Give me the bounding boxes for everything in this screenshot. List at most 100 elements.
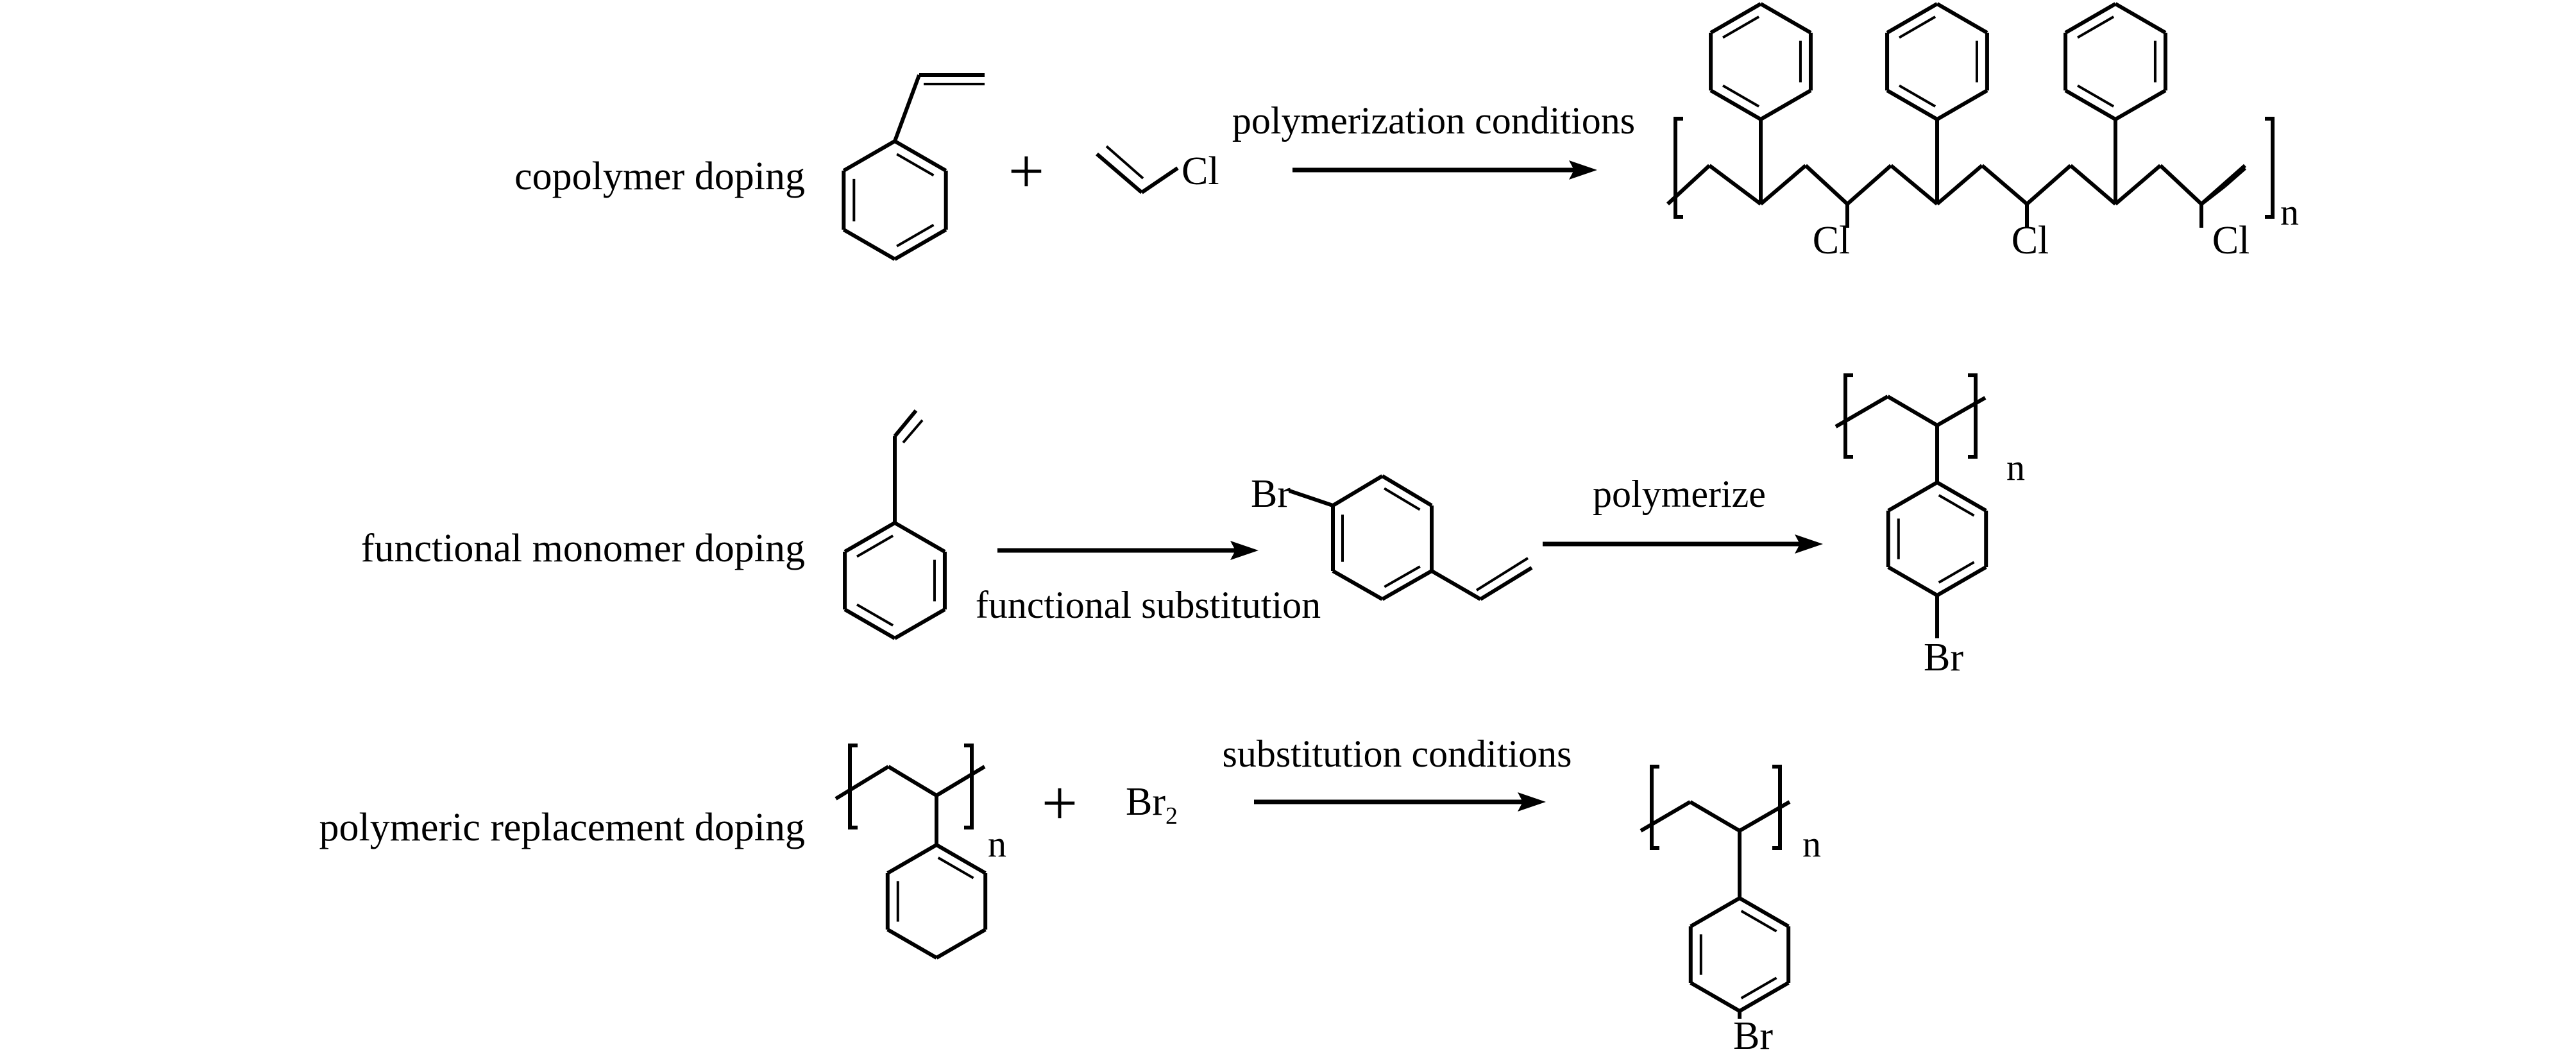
backbone-bond bbox=[1936, 396, 1987, 427]
benzene-ring bbox=[842, 139, 948, 261]
ring-bond bbox=[1759, 89, 1812, 121]
backbone-bond bbox=[1804, 164, 1849, 206]
backbone-bond bbox=[1759, 164, 1807, 206]
benzene-ring bbox=[1886, 480, 1988, 597]
plus-sign: + bbox=[1042, 767, 1078, 838]
backbone-bond bbox=[835, 765, 890, 801]
ring-bond bbox=[1886, 89, 1938, 121]
ring-bond bbox=[1690, 981, 1741, 1013]
arrow-label-polymerization-conditions: polymerization conditions bbox=[1232, 99, 1635, 142]
polymer-backbone bbox=[1835, 395, 1987, 429]
backbone-bond bbox=[1708, 164, 1762, 206]
ring-bond bbox=[1936, 2, 1988, 35]
atom-label-br: Br bbox=[1733, 1014, 1773, 1058]
double-bond-inner bbox=[1740, 910, 1777, 933]
ring-bond bbox=[886, 843, 938, 875]
arrow-label-functional-substitution: functional substitution bbox=[976, 584, 1321, 626]
double-bond-inner bbox=[896, 223, 935, 248]
ring-bond bbox=[1738, 896, 1790, 928]
double-bond-inner bbox=[2076, 15, 2115, 39]
polystyrene-molecule bbox=[835, 744, 988, 960]
arrow-head bbox=[1230, 541, 1258, 560]
double-bond-inner bbox=[1722, 84, 1760, 108]
backbone-bond bbox=[2069, 164, 2117, 206]
vinyl-bond bbox=[1430, 569, 1482, 601]
ring-bond bbox=[1332, 474, 1384, 507]
ring-bond bbox=[1936, 89, 1988, 121]
backbone-bond bbox=[935, 765, 986, 797]
ring-bond bbox=[935, 843, 987, 875]
reaction-arrow bbox=[1254, 792, 1546, 812]
double-bond-inner bbox=[856, 534, 894, 558]
backbone-bond bbox=[2114, 164, 2162, 206]
vinyl-bond bbox=[893, 74, 921, 142]
double-bond-inner bbox=[1898, 84, 1936, 108]
double-bond-inner bbox=[1384, 487, 1421, 511]
ring-bond bbox=[1887, 480, 1938, 513]
reaction-arrow bbox=[1292, 160, 1597, 180]
benzene-ring bbox=[885, 843, 988, 960]
ring-bond bbox=[1887, 565, 1938, 597]
ring-bond bbox=[886, 928, 938, 960]
arrow-head bbox=[1569, 160, 1597, 180]
right-bracket bbox=[1772, 765, 1782, 850]
reagent-symbol: Br bbox=[1126, 780, 1165, 824]
arrow-head bbox=[1518, 792, 1546, 812]
benzene-ring bbox=[1709, 2, 1813, 121]
backbone-bond bbox=[1689, 800, 1741, 833]
vinyl-double-bond bbox=[893, 409, 918, 438]
repeat-subscript-n: n bbox=[2280, 191, 2299, 233]
row-polymeric-replacement-doping: polymeric replacement doping n + Br2 sub… bbox=[319, 733, 1821, 1058]
left-bracket bbox=[848, 744, 858, 829]
right-bracket bbox=[1968, 373, 1978, 459]
ring-bond bbox=[1759, 2, 1812, 35]
atom-label-cl: Cl bbox=[1813, 219, 1851, 262]
row-functional-monomer-doping: functional monomer doping functional sub… bbox=[361, 373, 2025, 679]
backbone-bond bbox=[1738, 800, 1791, 833]
row-label-polymeric-replacement-doping: polymeric replacement doping bbox=[319, 806, 805, 849]
double-bond-inner bbox=[1938, 561, 1975, 584]
copolymer-product bbox=[1666, 2, 2275, 228]
row-label-functional-monomer-doping: functional monomer doping bbox=[361, 527, 805, 570]
backbone-bond bbox=[1640, 800, 1691, 833]
atom-label-cl: Cl bbox=[1182, 149, 1219, 193]
arrow-head bbox=[1795, 534, 1823, 554]
poly-bromostyrene-product bbox=[1835, 373, 1988, 638]
arrow-label-polymerize: polymerize bbox=[1593, 473, 1766, 515]
ring-bond bbox=[1381, 474, 1433, 507]
double-bond-inner bbox=[1740, 976, 1777, 999]
benzene-ring bbox=[1331, 474, 1434, 601]
atom-label-cl: Cl bbox=[2012, 219, 2049, 262]
backbone-bond bbox=[1890, 164, 1938, 206]
ring-bond bbox=[935, 928, 987, 960]
reaction-arrow bbox=[1543, 534, 1823, 554]
ring-bond bbox=[2064, 2, 2117, 35]
reaction-arrow bbox=[997, 541, 1258, 560]
left-bracket bbox=[1843, 373, 1853, 459]
ring-bond bbox=[2064, 89, 2117, 121]
double-bond-inner bbox=[896, 153, 935, 177]
benzene-ring bbox=[1885, 2, 1989, 121]
double-bond-inner bbox=[1898, 15, 1936, 39]
ring-bond bbox=[1936, 565, 1987, 597]
backbone-bond bbox=[1886, 395, 1938, 427]
ring-bond bbox=[1738, 981, 1790, 1013]
ring-bond bbox=[842, 228, 896, 261]
double-bond-inner bbox=[1384, 565, 1421, 588]
poly-bromostyrene-product bbox=[1640, 765, 1791, 1019]
ring-bond bbox=[1709, 89, 1762, 121]
backbone-bond bbox=[887, 765, 938, 797]
ring-bond bbox=[894, 139, 947, 173]
ring-bond bbox=[1690, 896, 1741, 928]
ring-bond bbox=[843, 608, 896, 640]
reagent-br2: Br2 bbox=[1126, 780, 1178, 829]
ring-bond bbox=[1886, 2, 1938, 35]
styrene-molecule bbox=[843, 409, 947, 640]
benzene-ring bbox=[843, 521, 947, 640]
backbone-bond bbox=[1981, 164, 2028, 206]
vinyl-chloride-molecule bbox=[1096, 145, 1179, 194]
atom-label-br: Br bbox=[1924, 636, 1963, 679]
backbone-bond bbox=[1936, 164, 1983, 206]
benzene-ring bbox=[2063, 2, 2167, 121]
ring-bond bbox=[1709, 2, 1762, 35]
